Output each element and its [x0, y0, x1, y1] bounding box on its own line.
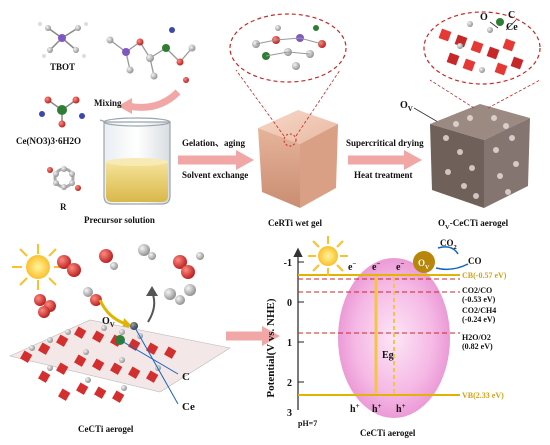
bottom-arrow-head	[262, 326, 280, 346]
wet-gel-label: CeRTi wet gel	[268, 218, 323, 228]
sun-right	[308, 236, 348, 276]
ov-site-label: OV	[418, 258, 430, 271]
zoom-pointer-1	[489, 21, 499, 29]
r-label: R	[60, 202, 67, 212]
beaker	[99, 117, 171, 205]
hole-2: h+	[372, 402, 382, 415]
bl-ov-label: OV	[102, 316, 115, 329]
zoom-o-label: O	[480, 12, 488, 23]
step2-label-b: Heat treatment	[354, 170, 413, 180]
co2-ch4-value: (-0.24 eV)	[462, 315, 496, 324]
band-ylabel: Potential(V vs. NHE)	[265, 298, 277, 397]
aerogel-label-top: OV-CeCTi aerogel	[438, 218, 509, 231]
cb-label: CB(-0.57 eV)	[462, 271, 507, 280]
co-arrow	[435, 263, 469, 271]
ce-nitrate-molecule	[39, 96, 85, 128]
tick-label-1: 0	[287, 298, 292, 309]
sun-left	[12, 244, 64, 290]
hole-1: h+	[350, 402, 360, 415]
h2o-o2-value: (0.82 eV)	[462, 342, 493, 351]
bl-ce-label: Ce	[182, 401, 195, 413]
bl-caption: CeCTi aerogel	[78, 424, 134, 434]
bl-grey-arrow	[147, 291, 156, 323]
co2-arrow	[437, 246, 459, 255]
hole-3: h+	[396, 402, 406, 415]
electron-1: e−	[348, 260, 356, 273]
ov-pointer-top	[413, 107, 439, 123]
process-arrow-1-head	[236, 150, 254, 170]
r-molecule	[47, 166, 81, 191]
process-arrow-2-head	[404, 150, 422, 170]
step1-label-b: Solvent exchange	[182, 170, 248, 180]
co-label: CO	[468, 256, 482, 266]
wet-gel-cube	[258, 110, 338, 208]
band-caption: CeCTi aerogel	[360, 428, 416, 438]
step2-label-a: Supercritical drying	[346, 138, 424, 148]
co2-ch4-label: CO2/CH4	[462, 306, 496, 315]
mixing-arrow	[127, 89, 181, 111]
vb-label: VB(2.33 eV)	[462, 391, 504, 400]
mixing-arrow-head	[118, 98, 132, 114]
bl-grey-arrow-head	[146, 286, 158, 296]
mixing-label: Mixing	[94, 98, 122, 108]
zoom-ce-label: Ce	[506, 22, 518, 33]
tbot-label: TBOT	[50, 62, 75, 72]
tick-label-2: 1	[287, 338, 292, 349]
bl-c-label: C	[182, 371, 190, 383]
tick-label-0: -1	[284, 258, 292, 269]
precursor-label: Precursor solution	[84, 215, 155, 225]
bl-c-pointer	[119, 339, 179, 375]
tick-label-3: 2	[287, 378, 292, 389]
aerogel-cube	[430, 104, 530, 208]
bl-yellow-arrow	[98, 299, 127, 326]
wet-gel-zoom	[229, 13, 347, 137]
eg-label: Eg	[382, 350, 394, 361]
ov-label-top: OV	[400, 100, 413, 113]
ph-label: pH=7	[298, 419, 317, 428]
co2-co-value: (-0.53 eV)	[462, 295, 496, 304]
crystal-lattice	[9, 319, 231, 403]
electron-3: e−	[396, 260, 404, 273]
co2-label: CO2	[440, 238, 457, 251]
bl-ce-pointer	[133, 325, 179, 405]
band-ellipse	[338, 258, 450, 418]
zoom-pointer-2	[505, 19, 517, 31]
gas-molecules	[34, 244, 204, 318]
tick-label-4: 3	[287, 408, 292, 419]
band-diagram: Potential(V vs. NHE) -1 0 1 2 3 pH=7 Eg …	[265, 236, 507, 438]
ov-site-circle	[413, 251, 435, 273]
co2-co-label: CO2/CO	[462, 286, 492, 295]
tbot-molecule	[38, 22, 88, 58]
h2o-o2-label: H2O/O2	[462, 333, 491, 342]
zoom-c-label: C	[508, 10, 515, 21]
ce-nitrate-label: Ce(NO3)3·6H2O	[16, 136, 81, 146]
aerogel-zoom	[423, 11, 541, 109]
electron-2: e−	[372, 260, 380, 273]
step1-label-a: Gelation、aging	[182, 138, 246, 148]
precursor-molecule-cloud	[106, 27, 196, 83]
